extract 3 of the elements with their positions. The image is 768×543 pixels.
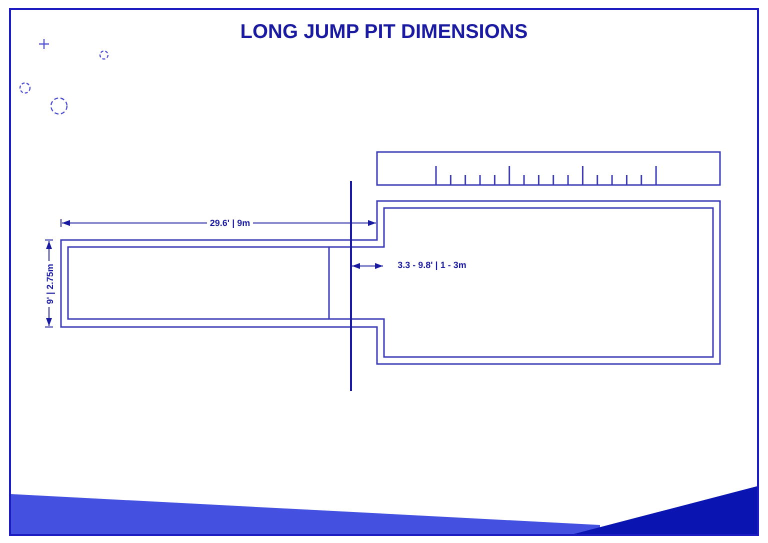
diagram-title: LONG JUMP PIT DIMENSIONS	[239, 20, 529, 45]
dimension-label: 29.6' | 9m	[206, 217, 254, 229]
dimension-label: 9' | 2.75m	[44, 260, 56, 308]
